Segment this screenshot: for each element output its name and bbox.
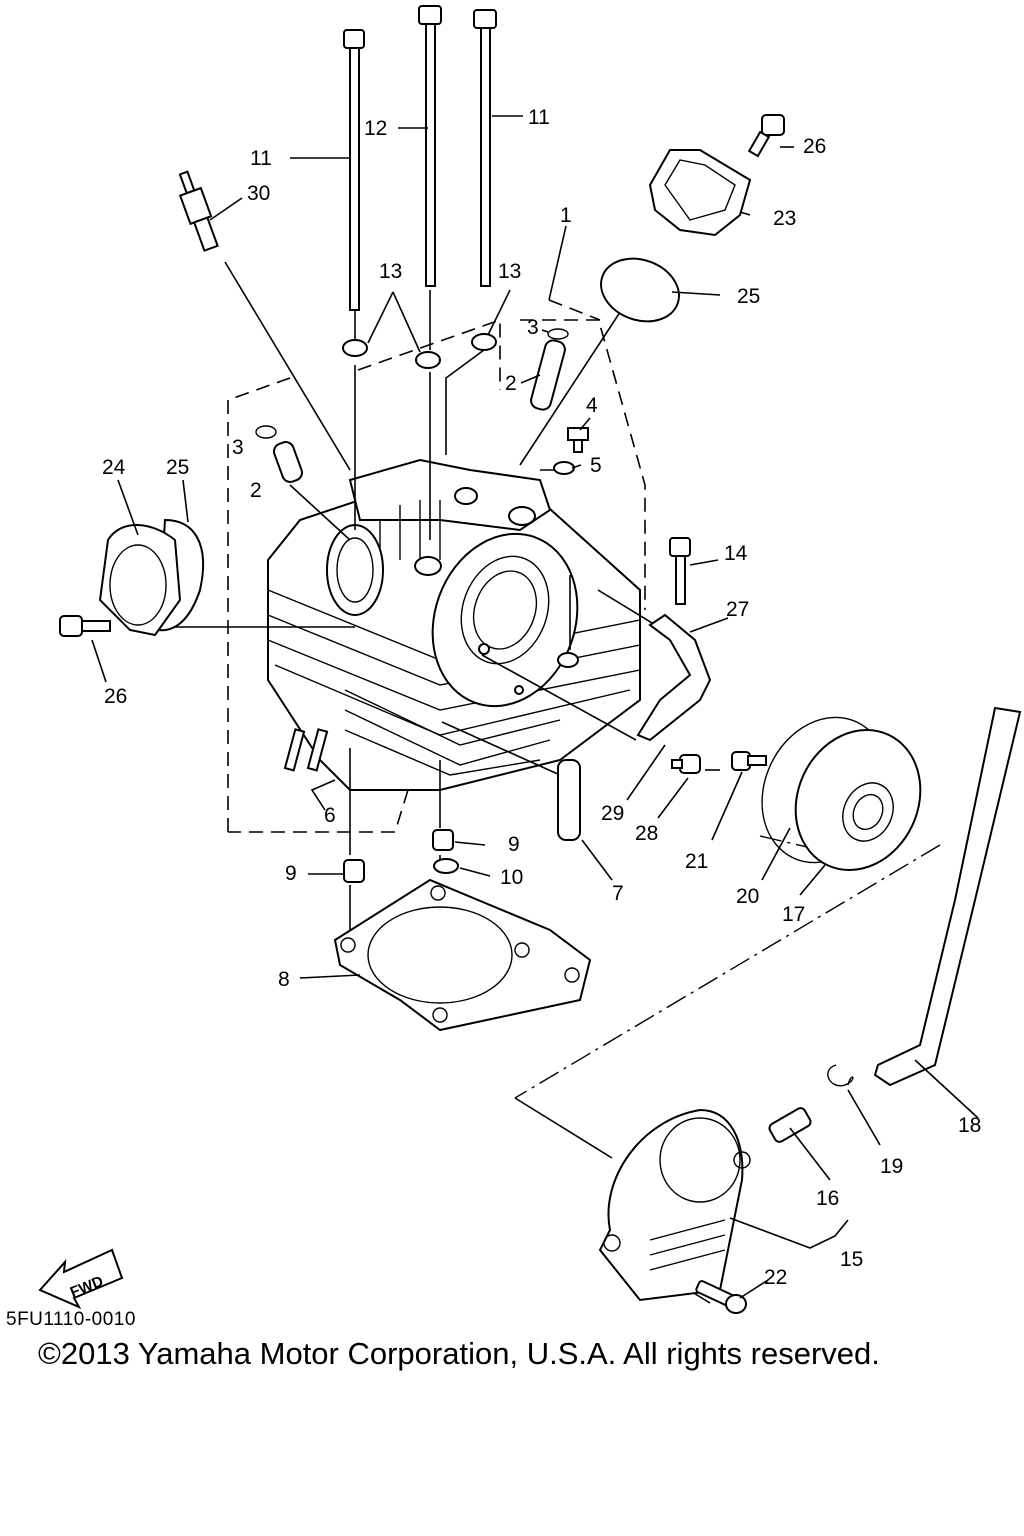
drawing-code: 5FU1110-0010 [6, 1309, 136, 1330]
callout-27: 27 [726, 598, 749, 621]
callout-7: 7 [612, 882, 624, 905]
callout-9-right: 9 [508, 833, 520, 856]
callout-26-top: 26 [803, 135, 826, 158]
callout-9-left: 9 [285, 862, 297, 885]
spark-plug [178, 170, 219, 252]
dowel-9-left [343, 859, 365, 883]
callout-14: 14 [724, 542, 748, 565]
callout-3-left: 3 [232, 436, 244, 459]
bolt-14 [669, 537, 691, 605]
o-ring-10 [433, 858, 459, 874]
washer-13b [415, 351, 441, 369]
dashed-connector [548, 299, 601, 321]
plug-4 [567, 427, 589, 453]
hose-clip [827, 1064, 854, 1087]
callout-6: 6 [324, 804, 336, 827]
stud-6a [283, 728, 306, 772]
pin-7 [557, 759, 581, 841]
breather-fitting-16 [768, 1107, 812, 1143]
cover-24 [98, 524, 182, 637]
bracket-27 [636, 613, 712, 742]
cylinder-head [267, 458, 641, 791]
gasket-25-top [600, 257, 680, 323]
cylinder-head-bolt-11-left [343, 29, 365, 311]
callout-21: 21 [685, 850, 708, 873]
callout-13-left: 13 [379, 260, 402, 283]
callout-2-left: 2 [250, 479, 262, 502]
callout-5: 5 [590, 454, 602, 477]
callout-numbers: 11 12 11 30 1 13 13 3 2 4 5 25 23 26 3 2… [102, 106, 981, 1289]
callout-leaders [91, 115, 979, 1299]
bolt-22 [695, 1280, 747, 1314]
bolt-26-top [747, 114, 785, 158]
callout-29: 29 [601, 802, 624, 825]
callout-26-left: 26 [104, 685, 127, 708]
callout-8: 8 [278, 968, 290, 991]
copyright-notice: ©2013 Yamaha Motor Corporation, U.S.A. A… [38, 1336, 880, 1371]
assembly-boundary [227, 318, 646, 833]
cylinder-head-bolt-11-right [473, 9, 497, 287]
callout-30: 30 [247, 182, 270, 205]
gasket-5 [553, 461, 575, 475]
circlip-left [255, 425, 277, 439]
bolt-28 [671, 754, 701, 774]
cover-23 [648, 149, 752, 237]
dowel-9-right [432, 829, 454, 851]
stud-6b [306, 728, 329, 772]
cover-15 [598, 1108, 751, 1302]
washer-13a [342, 339, 368, 357]
callout-12: 12 [364, 117, 387, 140]
circlip-right [547, 328, 569, 340]
callout-10: 10 [500, 866, 523, 889]
valve-guide-left [273, 441, 303, 483]
callout-28: 28 [635, 822, 658, 845]
callout-13-right: 13 [498, 260, 521, 283]
callout-24: 24 [102, 456, 126, 479]
callout-1: 1 [560, 204, 572, 227]
callout-17: 17 [782, 903, 805, 926]
callout-16: 16 [816, 1187, 839, 1210]
callout-25-left: 25 [166, 456, 189, 479]
callout-25-top: 25 [737, 285, 760, 308]
callout-19: 19 [880, 1155, 903, 1178]
callout-20: 20 [736, 885, 759, 908]
callout-18: 18 [958, 1114, 981, 1137]
fwd-arrow-icon: FWD [38, 1248, 124, 1310]
bolt-21 [731, 751, 767, 771]
breather-hose [873, 706, 1022, 1087]
valve-guide-right [530, 339, 566, 411]
callout-11-left: 11 [250, 147, 272, 170]
callout-2-right: 2 [505, 372, 517, 395]
bolt-26-left [59, 615, 111, 637]
cylinder-head-gasket [333, 878, 592, 1032]
callout-3-right: 3 [527, 316, 539, 339]
callout-15: 15 [840, 1248, 863, 1271]
cylinder-head-bolt-12 [418, 5, 442, 287]
callout-22: 22 [764, 1266, 787, 1289]
cover-17 [794, 728, 922, 872]
callout-23: 23 [773, 207, 796, 230]
washer-13c [471, 333, 497, 351]
callout-11-right: 11 [528, 106, 550, 129]
callout-4: 4 [586, 394, 598, 417]
